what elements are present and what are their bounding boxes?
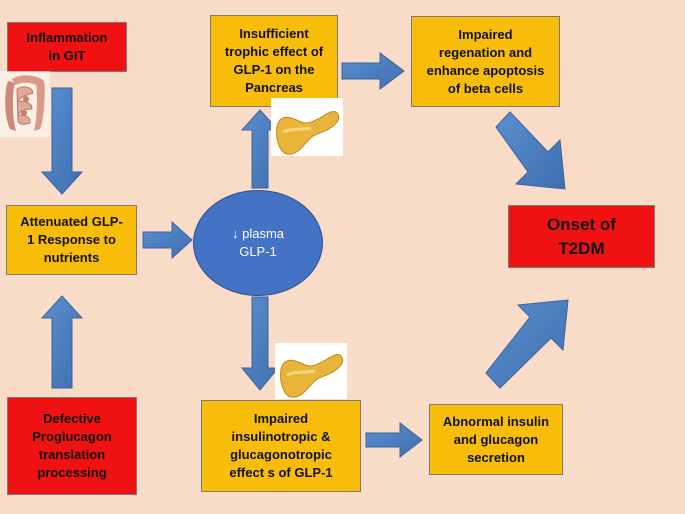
box-defective-proglucagon: Defective Proglucagon translation proces… (7, 397, 137, 495)
plasma-glp1-node: ↓ plasma GLP-1 (193, 190, 323, 296)
intestine-icon (0, 71, 50, 137)
arrow-insulinotropic-to-abnormal (365, 421, 423, 459)
arrow-inflammation-to-attenuated (40, 87, 84, 195)
box-onset-t2dm: Onset of T2DM (508, 205, 655, 268)
arrow-regen-to-onset (495, 111, 566, 190)
pancreas-icon-secondary (275, 343, 347, 399)
box-impaired-regeneration: Impaired regenation and enhance apoptosi… (411, 16, 560, 107)
arrow-plasma-to-insulinotropic (240, 296, 280, 391)
arrow-abnormal-to-onset (485, 299, 569, 389)
arrow-defective-to-attenuated (40, 295, 84, 389)
box-insufficient-trophic: Insufficient trophic effect of GLP-1 on … (210, 15, 338, 107)
arrow-attenuated-to-plasma (142, 220, 193, 260)
pancreas-icon (271, 98, 343, 156)
box-attenuated-response: Attenuated GLP- 1 Response to nutrients (6, 205, 137, 275)
box-inflammation: Inflammation in GIT (7, 22, 127, 72)
box-impaired-insulinotropic: Impaired insulinotropic & glucagonotropi… (201, 400, 361, 492)
arrow-insufficient-to-regen (341, 52, 405, 90)
arrow-plasma-to-insufficient (240, 109, 280, 189)
box-abnormal-secretion: Abnormal insulin and glucagon secretion (429, 404, 563, 475)
